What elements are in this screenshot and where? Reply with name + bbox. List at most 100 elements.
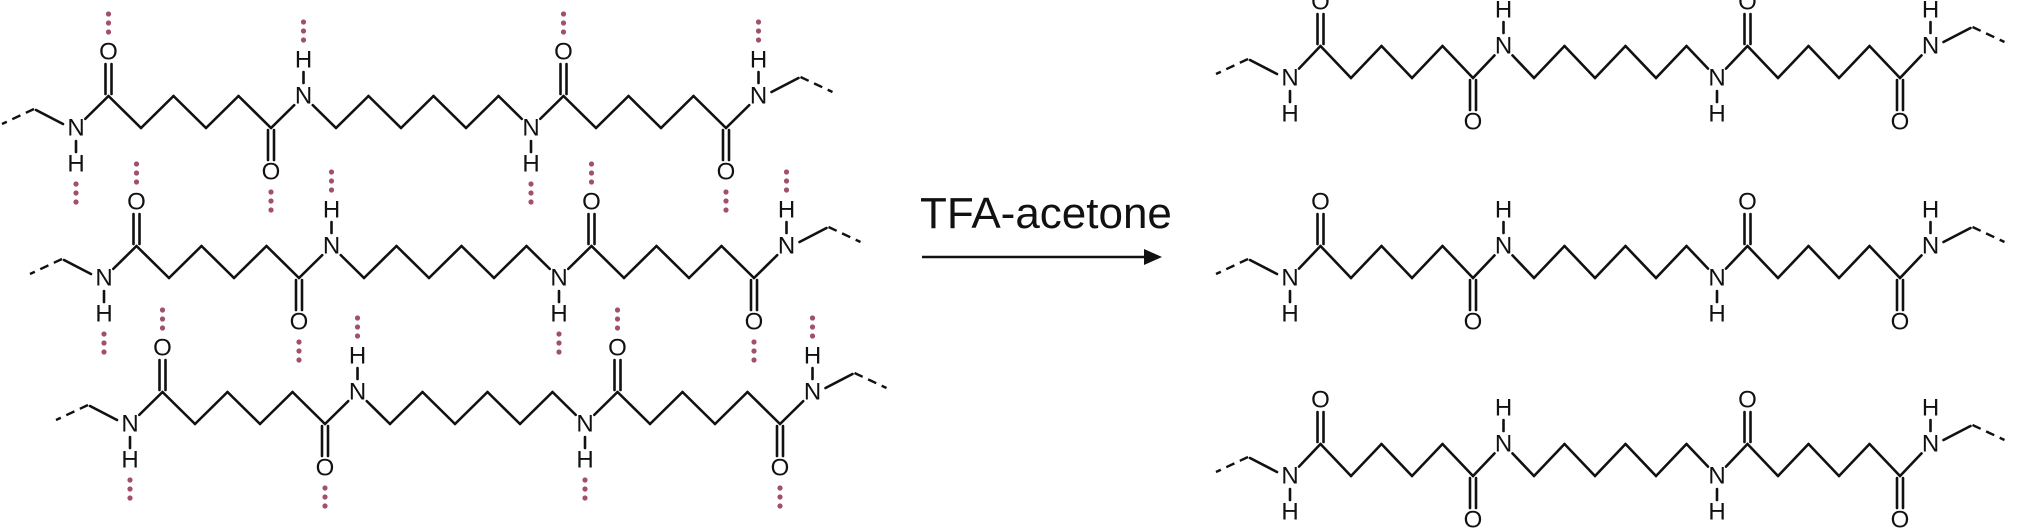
end-bond bbox=[1942, 26, 1972, 44]
oxygen-atom: O bbox=[1311, 387, 1330, 414]
backbone-bond bbox=[1563, 442, 1597, 478]
backbone-bond bbox=[687, 244, 723, 280]
hydrogen-bond bbox=[127, 477, 133, 501]
backbone-bond bbox=[111, 244, 138, 271]
hydrogen-atom: H bbox=[550, 301, 567, 328]
hydrogen-atom: H bbox=[1922, 395, 1939, 422]
oxygen-atom: O bbox=[1738, 189, 1757, 216]
oxygen-atom: O bbox=[745, 309, 764, 336]
backbone-bond bbox=[594, 94, 630, 130]
backbone-bond bbox=[226, 390, 262, 426]
backbone-bond bbox=[1380, 44, 1414, 80]
hbond-dot bbox=[159, 316, 166, 322]
hydrogen-atom: H bbox=[750, 47, 767, 74]
hbond-dot bbox=[268, 198, 274, 204]
hydrogen-bond bbox=[528, 181, 534, 205]
backbone-bond bbox=[161, 390, 197, 426]
hbond-dot bbox=[133, 170, 140, 176]
hbond-dot bbox=[755, 19, 762, 25]
hydrogen-atom: H bbox=[67, 151, 84, 178]
end-bond bbox=[770, 76, 800, 94]
hydrogen-atom: H bbox=[323, 197, 340, 224]
nitrogen-atom: N bbox=[1495, 431, 1512, 458]
backbone-bond bbox=[1297, 44, 1322, 70]
oxygen-atom: O bbox=[1311, 0, 1330, 16]
hydrogen-bond bbox=[328, 169, 335, 193]
hydrogen-atom: H bbox=[1495, 395, 1512, 422]
hbond-dot bbox=[354, 324, 361, 330]
hbond-dot bbox=[777, 485, 783, 491]
backbone-bond bbox=[421, 390, 457, 426]
backbone-bond bbox=[1532, 244, 1566, 280]
hydrogen-bond bbox=[133, 161, 140, 185]
hbond-dot bbox=[73, 190, 79, 196]
hydrogen-bond bbox=[588, 161, 595, 185]
oxygen-atom: O bbox=[1891, 109, 1910, 136]
backbone-bond bbox=[460, 244, 496, 280]
hydrogen-atom: H bbox=[1708, 499, 1725, 526]
hbond-dot bbox=[783, 187, 790, 193]
nitrogen-atom: N bbox=[750, 83, 767, 110]
backbone-bond bbox=[1441, 442, 1475, 478]
hbond-dot bbox=[127, 477, 133, 483]
chain-continuation-left bbox=[29, 257, 63, 276]
hydrogen-bond bbox=[751, 339, 757, 363]
hbond-dot bbox=[723, 207, 729, 213]
hbond-dot bbox=[296, 357, 302, 363]
backbone-bond bbox=[655, 244, 691, 280]
hbond-dot bbox=[751, 357, 757, 363]
hbond-dot bbox=[556, 331, 562, 337]
backbone-bond bbox=[1593, 442, 1627, 478]
backbone-bond bbox=[681, 390, 717, 426]
backbone-bond bbox=[1624, 44, 1658, 80]
nitrogen-atom: N bbox=[1708, 265, 1725, 292]
hbond-dot bbox=[322, 494, 328, 500]
chain-continuation-right bbox=[799, 75, 834, 94]
end-bond bbox=[1248, 258, 1279, 276]
hydrogen-atom: H bbox=[295, 47, 312, 74]
backbone-bond bbox=[1380, 442, 1414, 478]
hbond-dot bbox=[614, 307, 621, 313]
backbone-bond bbox=[720, 244, 756, 280]
backbone-bond bbox=[1868, 244, 1902, 280]
hbond-dot bbox=[354, 333, 361, 339]
hbond-dot bbox=[528, 199, 534, 205]
oxygen-atom: O bbox=[771, 455, 790, 482]
oxygen-atom: O bbox=[153, 335, 172, 362]
backbone-bond bbox=[1807, 44, 1841, 80]
backbone-bond bbox=[1807, 244, 1841, 280]
backbone-bond bbox=[362, 244, 398, 280]
hbond-dot bbox=[723, 198, 729, 204]
backbone-bond bbox=[1471, 452, 1496, 478]
end-bond bbox=[1942, 424, 1972, 442]
backbone-bond bbox=[137, 390, 164, 417]
backbone-bond bbox=[1624, 244, 1658, 280]
nitrogen-atom: N bbox=[349, 379, 366, 406]
hbond-dot bbox=[159, 325, 166, 331]
oxygen-atom: O bbox=[1311, 189, 1330, 216]
hbond-dot bbox=[300, 37, 307, 43]
hbond-dot bbox=[809, 315, 816, 321]
hbond-dot bbox=[614, 316, 621, 322]
hbond-dot bbox=[268, 189, 274, 195]
chain-continuation-left bbox=[1215, 455, 1249, 474]
nitrogen-atom: N bbox=[1281, 265, 1298, 292]
backbone-bond bbox=[1319, 442, 1353, 478]
backbone-bond bbox=[1297, 442, 1322, 468]
backbone-bond bbox=[453, 390, 489, 426]
hydrogen-bond bbox=[101, 331, 107, 355]
backbone-bond bbox=[1868, 44, 1902, 80]
backbone-bond bbox=[1563, 44, 1597, 80]
nitrogen-atom: N bbox=[1922, 33, 1939, 60]
oxygen-atom: O bbox=[1891, 309, 1910, 336]
backbone-bond bbox=[1532, 44, 1566, 80]
backbone-bond bbox=[1837, 44, 1871, 80]
backbone-bond bbox=[269, 103, 296, 130]
hbond-dot bbox=[560, 11, 567, 17]
end-bond bbox=[1248, 58, 1279, 76]
hbond-dot bbox=[159, 307, 166, 313]
hydrogen-atom: H bbox=[522, 151, 539, 178]
